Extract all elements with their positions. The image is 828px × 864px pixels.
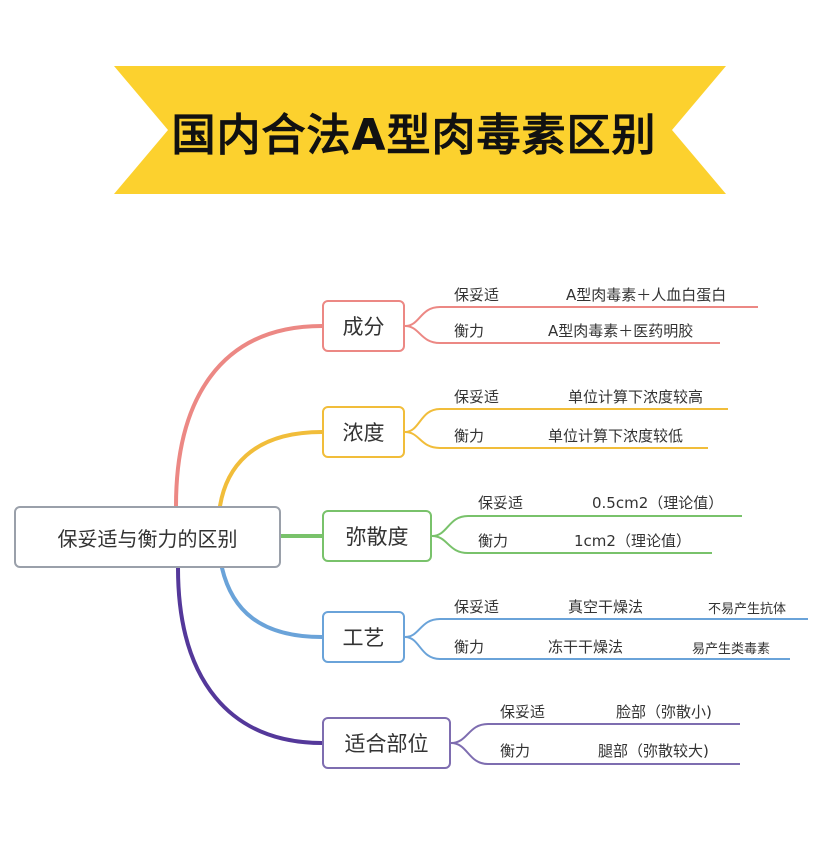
- leaf-brand: 保妥适: [500, 703, 546, 721]
- leaf-brand: 衡力: [500, 742, 531, 760]
- leaf-brand: 衡力: [454, 427, 485, 445]
- banner-ribbon: [114, 66, 726, 194]
- leaf-detail: 冻干干燥法: [548, 638, 624, 656]
- leaf-note: 不易产生抗体: [708, 602, 787, 617]
- node-process: 工艺: [322, 611, 405, 663]
- leaf-detail: 0.5cm2（理论值）: [592, 494, 724, 512]
- leaf-brand: 保妥适: [454, 286, 500, 304]
- leaf-detail: 单位计算下浓度较低: [548, 427, 684, 445]
- leaf-detail: A型肉毒素＋人血白蛋白: [566, 286, 727, 304]
- node-concentration: 浓度: [322, 406, 405, 458]
- leaf-brand: 保妥适: [454, 388, 500, 406]
- leaf-note: 易产生类毒素: [692, 642, 771, 657]
- leaf-line-diffusion-1: [431, 515, 742, 537]
- title-banner: [114, 66, 726, 194]
- leaf-line-diffusion-2: [431, 535, 712, 554]
- leaf-line-site-1: [450, 723, 740, 744]
- link-site: [176, 566, 324, 745]
- root-node: 保妥适与衡力的区别: [14, 506, 281, 568]
- link-composition: [174, 324, 324, 508]
- leaf-detail: 脸部（弥散小): [616, 703, 712, 721]
- leaf-detail: A型肉毒素＋医药明胶: [548, 322, 694, 340]
- page-title: 国内合法A型肉毒素区别: [171, 110, 657, 161]
- leaf-brand: 衡力: [478, 532, 509, 550]
- link-process: [220, 566, 324, 639]
- link-concentration: [218, 430, 324, 508]
- leaf-line-composition-1: [404, 306, 758, 327]
- leaf-detail: 腿部（弥散较大): [598, 742, 709, 760]
- leaf-detail: 真空干燥法: [568, 598, 644, 616]
- leaf-detail: 1cm2（理论值）: [574, 532, 691, 550]
- leaf-line-site-2: [450, 742, 740, 765]
- leaf-brand: 衡力: [454, 638, 485, 656]
- leaf-line-process-1: [404, 618, 690, 638]
- node-site: 适合部位: [322, 717, 451, 769]
- leaf-line-process-2: [404, 636, 680, 660]
- leaf-brand: 保妥适: [454, 598, 500, 616]
- node-composition: 成分: [322, 300, 405, 352]
- leaf-detail: 单位计算下浓度较高: [568, 388, 704, 406]
- leaf-brand: 衡力: [454, 322, 485, 340]
- leaf-brand: 保妥适: [478, 494, 524, 512]
- leaf-line-concentration-2: [404, 431, 708, 449]
- leaf-line-composition-2: [404, 325, 720, 344]
- node-diffusion: 弥散度: [322, 510, 432, 562]
- leaf-line-concentration-1: [404, 408, 728, 433]
